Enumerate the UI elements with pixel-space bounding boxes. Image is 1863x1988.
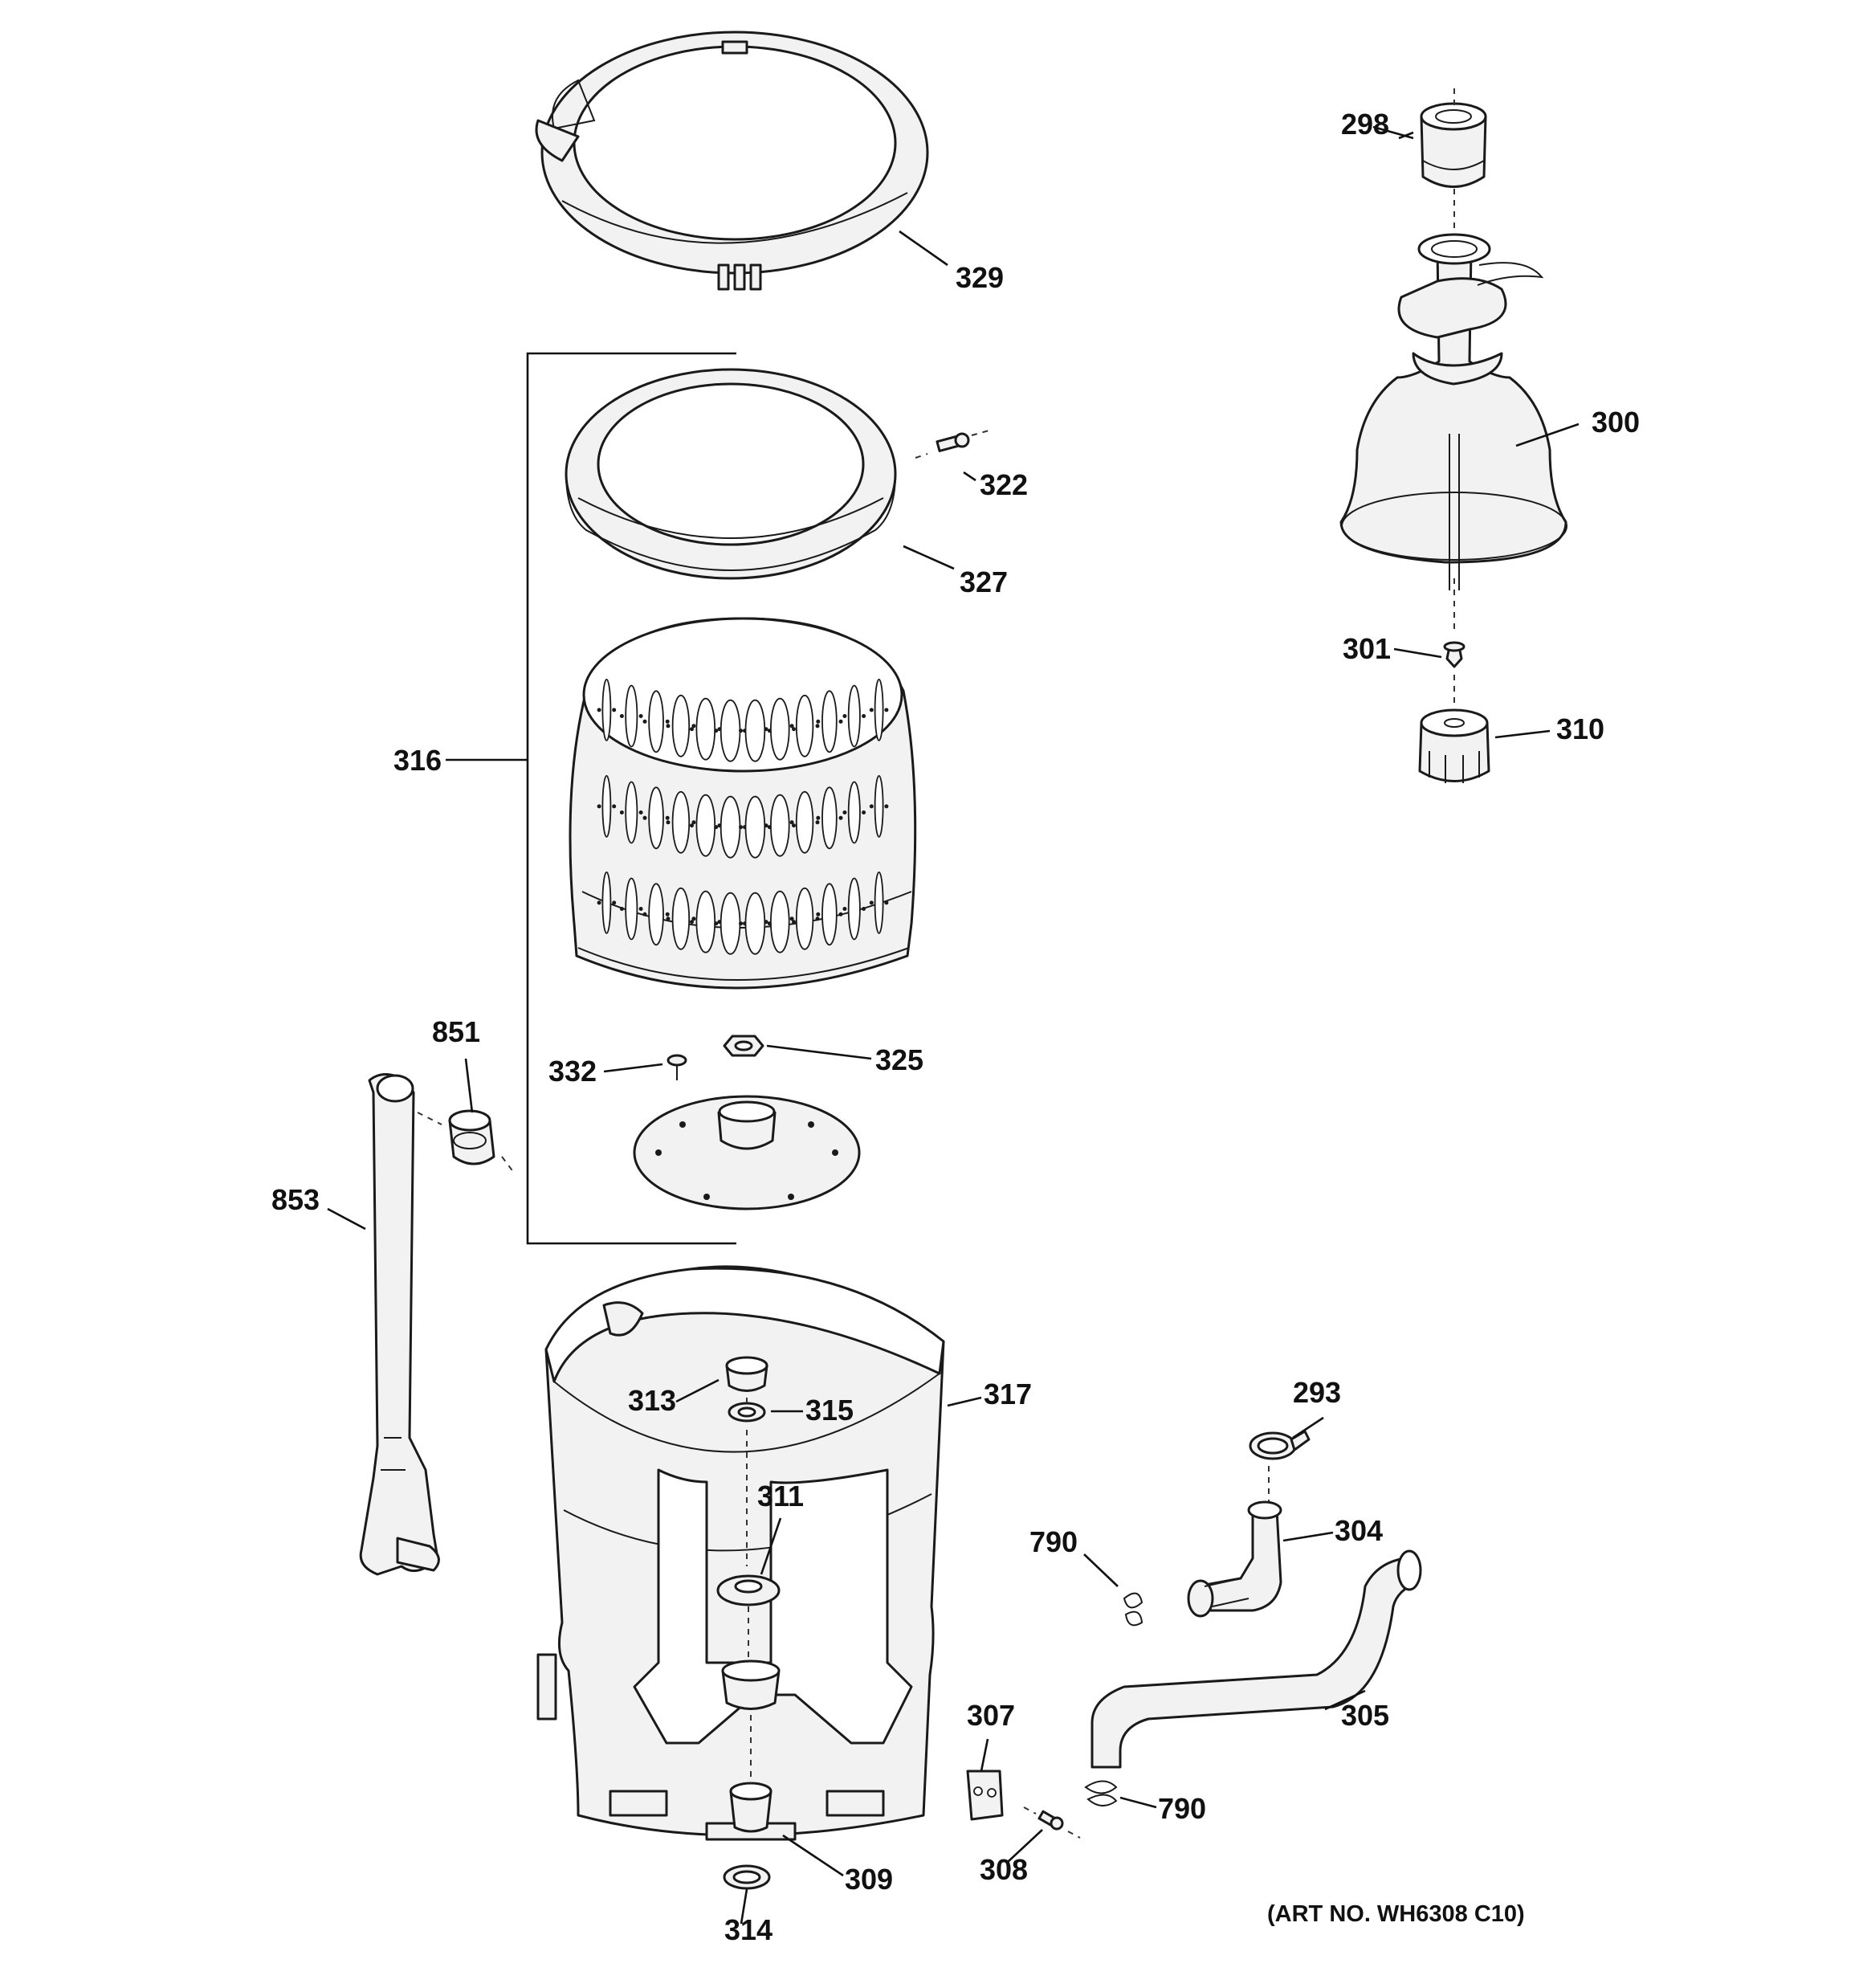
label-314: 314 xyxy=(724,1913,773,1946)
label-327: 327 xyxy=(960,565,1008,598)
wash-basket[interactable] xyxy=(569,617,917,990)
label-317: 317 xyxy=(984,1378,1032,1410)
balance-ring-screw[interactable] xyxy=(936,432,970,452)
label-298: 298 xyxy=(1341,108,1389,141)
tub-washer[interactable] xyxy=(728,1402,766,1423)
label-851: 851 xyxy=(432,1015,480,1048)
agitator[interactable] xyxy=(1339,233,1567,590)
screw-axis xyxy=(915,429,993,459)
label-316: 316 xyxy=(393,744,442,777)
fill-tube[interactable] xyxy=(359,1073,440,1576)
mounting-bracket[interactable] xyxy=(966,1770,1004,1821)
drain-hose-short[interactable] xyxy=(1187,1500,1282,1618)
label-310: 310 xyxy=(1556,712,1604,745)
label-790-upper: 790 xyxy=(1029,1525,1078,1558)
label-311: 311 xyxy=(757,1480,804,1512)
label-293: 293 xyxy=(1293,1376,1341,1409)
label-308: 308 xyxy=(980,1853,1028,1886)
label-790-lower: 790 xyxy=(1158,1792,1206,1825)
tub-seal[interactable] xyxy=(716,1574,781,1606)
basket-assembly-bracket xyxy=(526,352,736,1245)
tub-axis xyxy=(746,1398,752,1783)
agitator-cap[interactable] xyxy=(1420,102,1487,188)
label-329: 329 xyxy=(956,261,1004,294)
tub-cover-ring[interactable] xyxy=(535,31,929,291)
label-313: 313 xyxy=(628,1384,676,1417)
agitator-bolt[interactable] xyxy=(1443,641,1466,668)
basket-hub[interactable] xyxy=(633,1095,861,1210)
label-304: 304 xyxy=(1335,1514,1383,1547)
spring-clamp-upper[interactable] xyxy=(1123,1592,1143,1627)
hose-elbow[interactable] xyxy=(448,1109,495,1165)
label-322: 322 xyxy=(980,468,1028,501)
bracket-screw-axis xyxy=(1023,1806,1081,1839)
label-853: 853 xyxy=(271,1183,320,1216)
balance-ring[interactable] xyxy=(565,368,897,580)
drain-gasket[interactable] xyxy=(723,1864,771,1890)
tub-drain-fitting[interactable] xyxy=(721,1659,781,1710)
tub-bushing[interactable] xyxy=(725,1356,768,1392)
label-315: 315 xyxy=(805,1394,854,1427)
spring-clamp-lower[interactable] xyxy=(1084,1780,1118,1806)
label-307: 307 xyxy=(967,1699,1015,1732)
leader-lines xyxy=(327,125,1580,1925)
agitator-base[interactable] xyxy=(1418,708,1490,783)
label-301: 301 xyxy=(1343,632,1391,665)
hose-clamp-top[interactable] xyxy=(1249,1430,1311,1460)
label-300: 300 xyxy=(1592,406,1640,439)
outer-tub[interactable] xyxy=(536,1265,945,1837)
elbow-axis xyxy=(417,1112,515,1174)
label-325: 325 xyxy=(875,1043,923,1076)
label-332: 332 xyxy=(548,1055,597,1088)
hub-nut[interactable] xyxy=(723,1035,764,1057)
hub-screw[interactable] xyxy=(667,1054,687,1080)
drain-hose-long[interactable] xyxy=(1090,1549,1422,1769)
bracket-screw[interactable] xyxy=(1037,1810,1064,1831)
label-305: 305 xyxy=(1341,1699,1389,1732)
label-309: 309 xyxy=(845,1863,893,1896)
drain-adapter[interactable] xyxy=(705,1782,797,1841)
art-number: (ART NO. WH6308 C10) xyxy=(1267,1901,1525,1927)
